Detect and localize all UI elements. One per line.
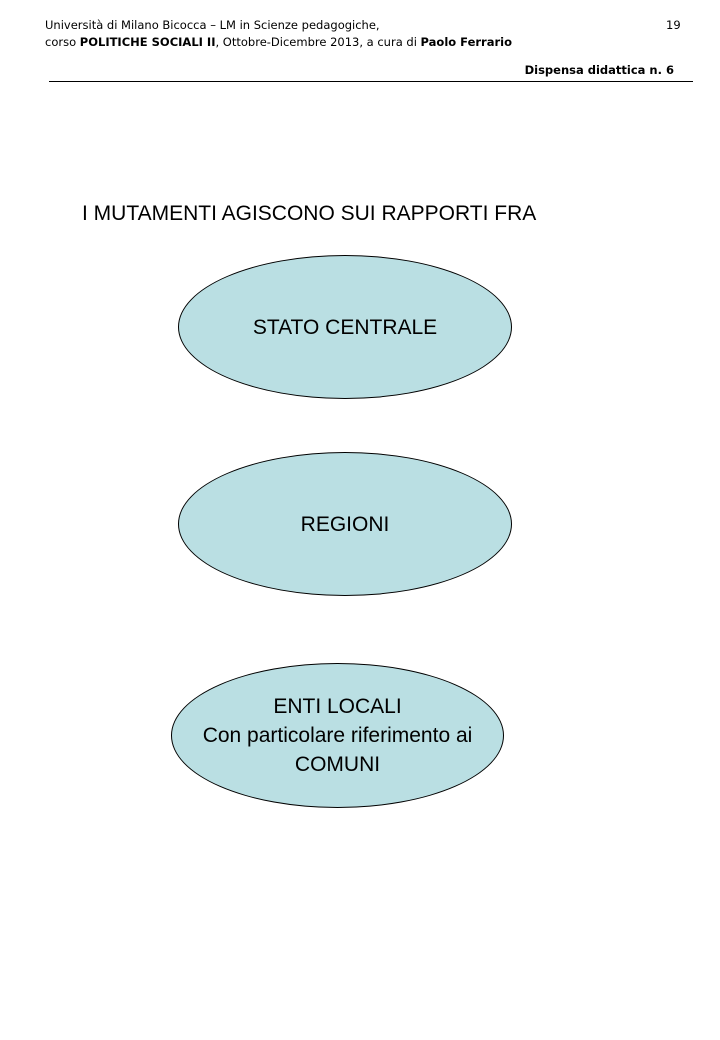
header-text: , Ottobre-Dicembre 2013, a cura di xyxy=(215,35,421,49)
ellipse-enti-locali: ENTI LOCALI Con particolare riferimento … xyxy=(171,663,504,808)
ellipse-regioni: REGIONI xyxy=(178,452,512,596)
ellipse-label: Con particolare riferimento ai xyxy=(202,724,473,747)
course-name: POLITICHE SOCIALI II xyxy=(79,35,216,49)
ellipse-stato-centrale: STATO CENTRALE xyxy=(178,255,512,399)
ellipse-label: COMUNI xyxy=(294,753,381,776)
ellipse-label: STATO CENTRALE xyxy=(252,315,438,339)
author-name: Paolo Ferrario xyxy=(420,35,512,49)
header-line-2: corso POLITICHE SOCIALI II, Ottobre-Dice… xyxy=(45,35,512,49)
header-text: corso xyxy=(45,35,80,49)
ellipse-label: ENTI LOCALI xyxy=(273,695,402,718)
dispensa-label: Dispensa didattica n. 6 xyxy=(524,63,674,77)
page-title: I MUTAMENTI AGISCONO SUI RAPPORTI FRA xyxy=(82,202,537,225)
header-line-1: Università di Milano Bicocca – LM in Sci… xyxy=(45,18,380,32)
header-divider xyxy=(49,81,693,82)
ellipse-label: REGIONI xyxy=(300,512,390,536)
page-number: 19 xyxy=(666,18,681,32)
